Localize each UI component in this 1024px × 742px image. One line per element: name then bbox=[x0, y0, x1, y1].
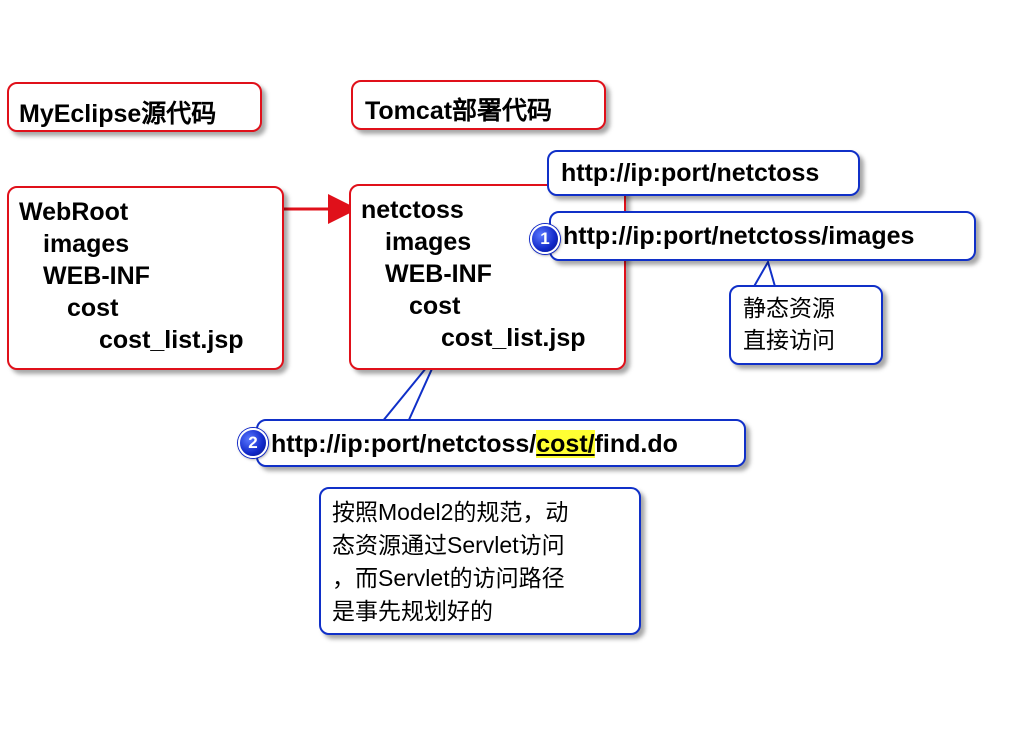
find-url-suffix: find.do bbox=[594, 430, 678, 458]
tree-node-web-inf: WEB-INF bbox=[43, 262, 150, 290]
step-1-badge: 1 bbox=[530, 224, 560, 254]
tomcat-title-box: Tomcat部署代码 bbox=[351, 80, 606, 130]
tree-node-netctoss: netctoss bbox=[361, 196, 464, 224]
tree-node-cost: cost bbox=[67, 294, 119, 322]
myeclipse-tree-box: WebRoot images WEB-INF cost cost_list.js… bbox=[7, 186, 284, 370]
find-url-text: http://ip:port/netctoss/cost/find.do bbox=[271, 430, 678, 459]
tree-node-cost: cost bbox=[409, 292, 461, 320]
tree-node-images: images bbox=[43, 230, 130, 258]
myeclipse-title: MyEclipse源代码 bbox=[19, 100, 217, 128]
tree-node-cost-list-jsp: cost_list.jsp bbox=[99, 326, 244, 354]
static-note-line-2: 直接访问 bbox=[743, 327, 835, 353]
model2-note-line-4: 是事先规划好的 bbox=[332, 598, 493, 624]
model2-note-callout: 按照Model2的规范，动 态资源通过Servlet访问 ，而Servlet的访… bbox=[319, 487, 641, 635]
find-url-prefix: http://ip:port/netctoss/ bbox=[271, 430, 537, 458]
model2-note-line-1: 按照Model2的规范，动 bbox=[332, 499, 569, 525]
step-2-badge: 2 bbox=[238, 428, 268, 458]
root-url-callout: http://ip:port/netctoss bbox=[547, 150, 860, 196]
tree-node-webroot: WebRoot bbox=[19, 198, 129, 226]
tree-node-cost-list-jsp: cost_list.jsp bbox=[441, 324, 586, 352]
model2-note-line-3: ，而Servlet的访问路径 bbox=[332, 565, 565, 591]
images-url-text: http://ip:port/netctoss/images bbox=[563, 222, 915, 250]
model2-note-line-2: 态资源通过Servlet访问 bbox=[332, 532, 565, 558]
static-note-callout: 静态资源 直接访问 bbox=[729, 285, 883, 365]
find-url-callout: http://ip:port/netctoss/cost/find.do bbox=[256, 419, 746, 467]
images-url-callout: http://ip:port/netctoss/images bbox=[549, 211, 976, 261]
tree-node-web-inf: WEB-INF bbox=[385, 260, 492, 288]
myeclipse-title-box: MyEclipse源代码 bbox=[7, 82, 262, 132]
static-note-line-1: 静态资源 bbox=[743, 295, 835, 321]
tree-node-images: images bbox=[385, 228, 472, 256]
tomcat-tree-box: netctoss images WEB-INF cost cost_list.j… bbox=[349, 184, 626, 370]
static-note-pointer bbox=[751, 259, 777, 291]
tomcat-title: Tomcat部署代码 bbox=[365, 97, 553, 125]
find-url-highlight: cost/ bbox=[536, 430, 595, 458]
root-url-text: http://ip:port/netctoss bbox=[561, 159, 820, 187]
